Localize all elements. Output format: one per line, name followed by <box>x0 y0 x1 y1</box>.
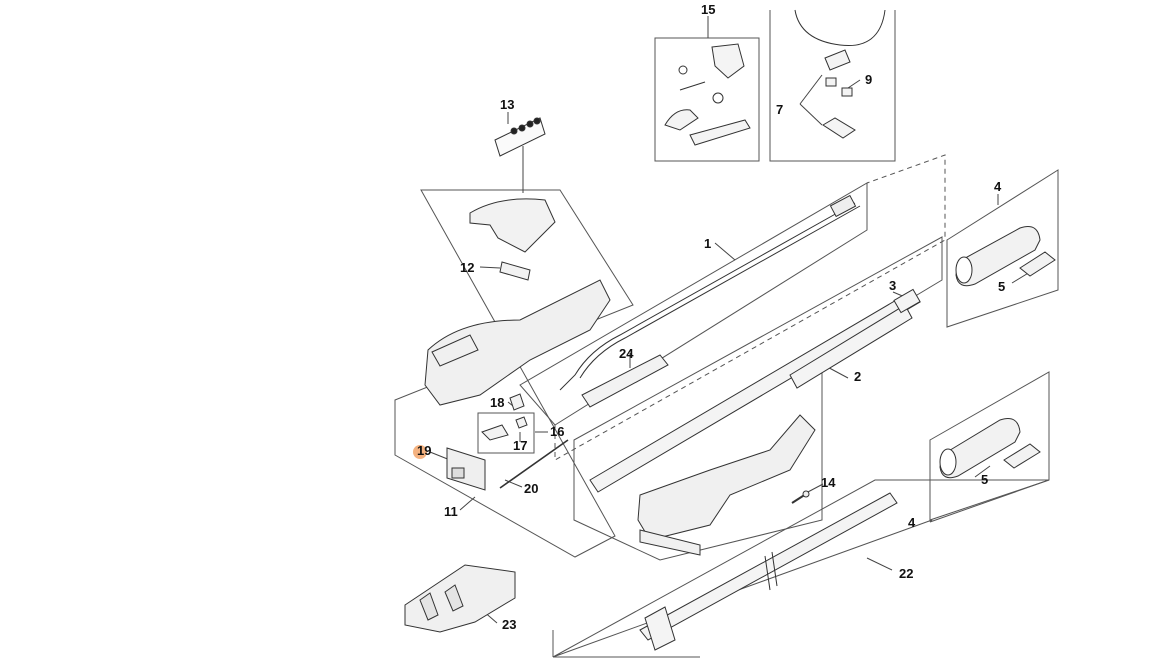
callout-14[interactable]: 14 <box>821 475 836 490</box>
group-box-4-top <box>946 169 1059 328</box>
callout-4-bottom[interactable]: 4 <box>908 515 916 530</box>
group-box-1 <box>519 182 868 426</box>
callout-20[interactable]: 20 <box>524 481 539 496</box>
callout-18[interactable]: 18 <box>490 395 505 410</box>
callout-7[interactable]: 7 <box>776 102 784 117</box>
callout-24[interactable]: 24 <box>619 346 634 361</box>
shaft-part-2 <box>589 288 921 493</box>
extension-shaft-part-22 <box>639 492 898 651</box>
highlight-marker <box>413 445 427 459</box>
grip-part-4-top <box>955 226 1056 287</box>
callout-13[interactable]: 13 <box>500 97 515 112</box>
decal-sheet-part-13 <box>494 117 546 157</box>
callout-1[interactable]: 1 <box>704 236 712 251</box>
front-handle-housing <box>637 414 816 556</box>
callout-3[interactable]: 3 <box>889 278 897 293</box>
rod-part-20 <box>499 439 569 489</box>
callout-19[interactable]: 19 <box>417 443 432 458</box>
callout-5-bottom[interactable]: 5 <box>981 472 989 487</box>
callout-12[interactable]: 12 <box>460 260 475 275</box>
screw-part-14 <box>791 490 810 504</box>
group-box-15 <box>654 37 760 162</box>
callout-5-top[interactable]: 5 <box>998 279 1006 294</box>
callout-16[interactable]: 16 <box>550 424 565 439</box>
group-box-22 <box>552 479 1050 658</box>
callout-22[interactable]: 22 <box>899 566 914 581</box>
switch-part-19 <box>446 447 486 491</box>
callout-17[interactable]: 17 <box>513 438 528 453</box>
throttle-trigger-part-15 <box>664 43 751 146</box>
group-box-7 <box>769 10 896 162</box>
handle-clamp-part-7 <box>794 9 886 139</box>
group-box-2 <box>573 236 943 561</box>
bracket-part-24 <box>581 354 669 408</box>
holster-part-23 <box>404 564 516 633</box>
slide-part-12 <box>499 261 531 281</box>
parts-16-17-18 <box>477 393 535 454</box>
callout-11[interactable]: 11 <box>444 504 458 519</box>
housing-cover <box>469 198 556 253</box>
rear-handle-housing <box>424 279 611 406</box>
callout-2[interactable]: 2 <box>854 369 862 384</box>
callout-4-top[interactable]: 4 <box>994 179 1002 194</box>
group-box-24-dashed <box>554 154 946 461</box>
callout-15[interactable]: 15 <box>701 2 716 17</box>
group-box-11 <box>394 189 634 558</box>
callout-23[interactable]: 23 <box>502 617 517 632</box>
cable-part-1 <box>559 194 861 391</box>
callout-9[interactable]: 9 <box>865 72 873 87</box>
grip-part-4-bottom <box>939 418 1041 479</box>
